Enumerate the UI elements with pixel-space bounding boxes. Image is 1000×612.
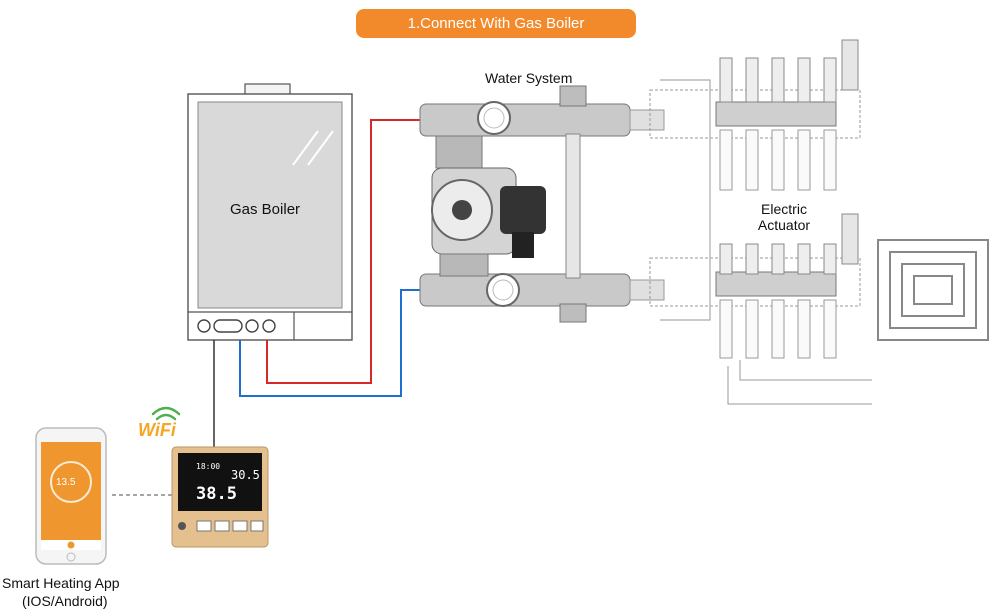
hot-pipe — [266, 119, 420, 384]
title-banner: 1.Connect With Gas Boiler — [356, 9, 636, 38]
thermostat-room-temperature: 38.5 — [196, 484, 237, 504]
thermostat-set-temperature: 30.5 — [231, 468, 260, 482]
underfloor-heating-coil — [877, 239, 989, 341]
smartphone — [35, 427, 107, 565]
thermostat-time: 18:00 — [196, 462, 221, 471]
electric-actuator-label-line1: Electric — [761, 201, 807, 217]
water-system-label: Water System — [485, 70, 573, 86]
thermostat — [171, 446, 269, 548]
title-text: 1.Connect With Gas Boiler — [407, 15, 585, 32]
cold-pipe — [239, 289, 420, 397]
gas-boiler — [187, 83, 353, 341]
water-system-pump-group — [419, 85, 665, 323]
wifi-icon — [151, 406, 181, 421]
electric-actuator-label-line2: Actuator — [757, 217, 811, 233]
manifold — [649, 39, 872, 405]
smart-app-label-line2: (IOS/Android) — [22, 593, 108, 609]
smart-app-label-line1: Smart Heating App — [2, 575, 120, 591]
phone-temperature-reading: 13.5 — [56, 477, 76, 488]
wifi-label: WiFi — [138, 420, 176, 440]
gas-boiler-label: Gas Boiler — [230, 201, 301, 218]
